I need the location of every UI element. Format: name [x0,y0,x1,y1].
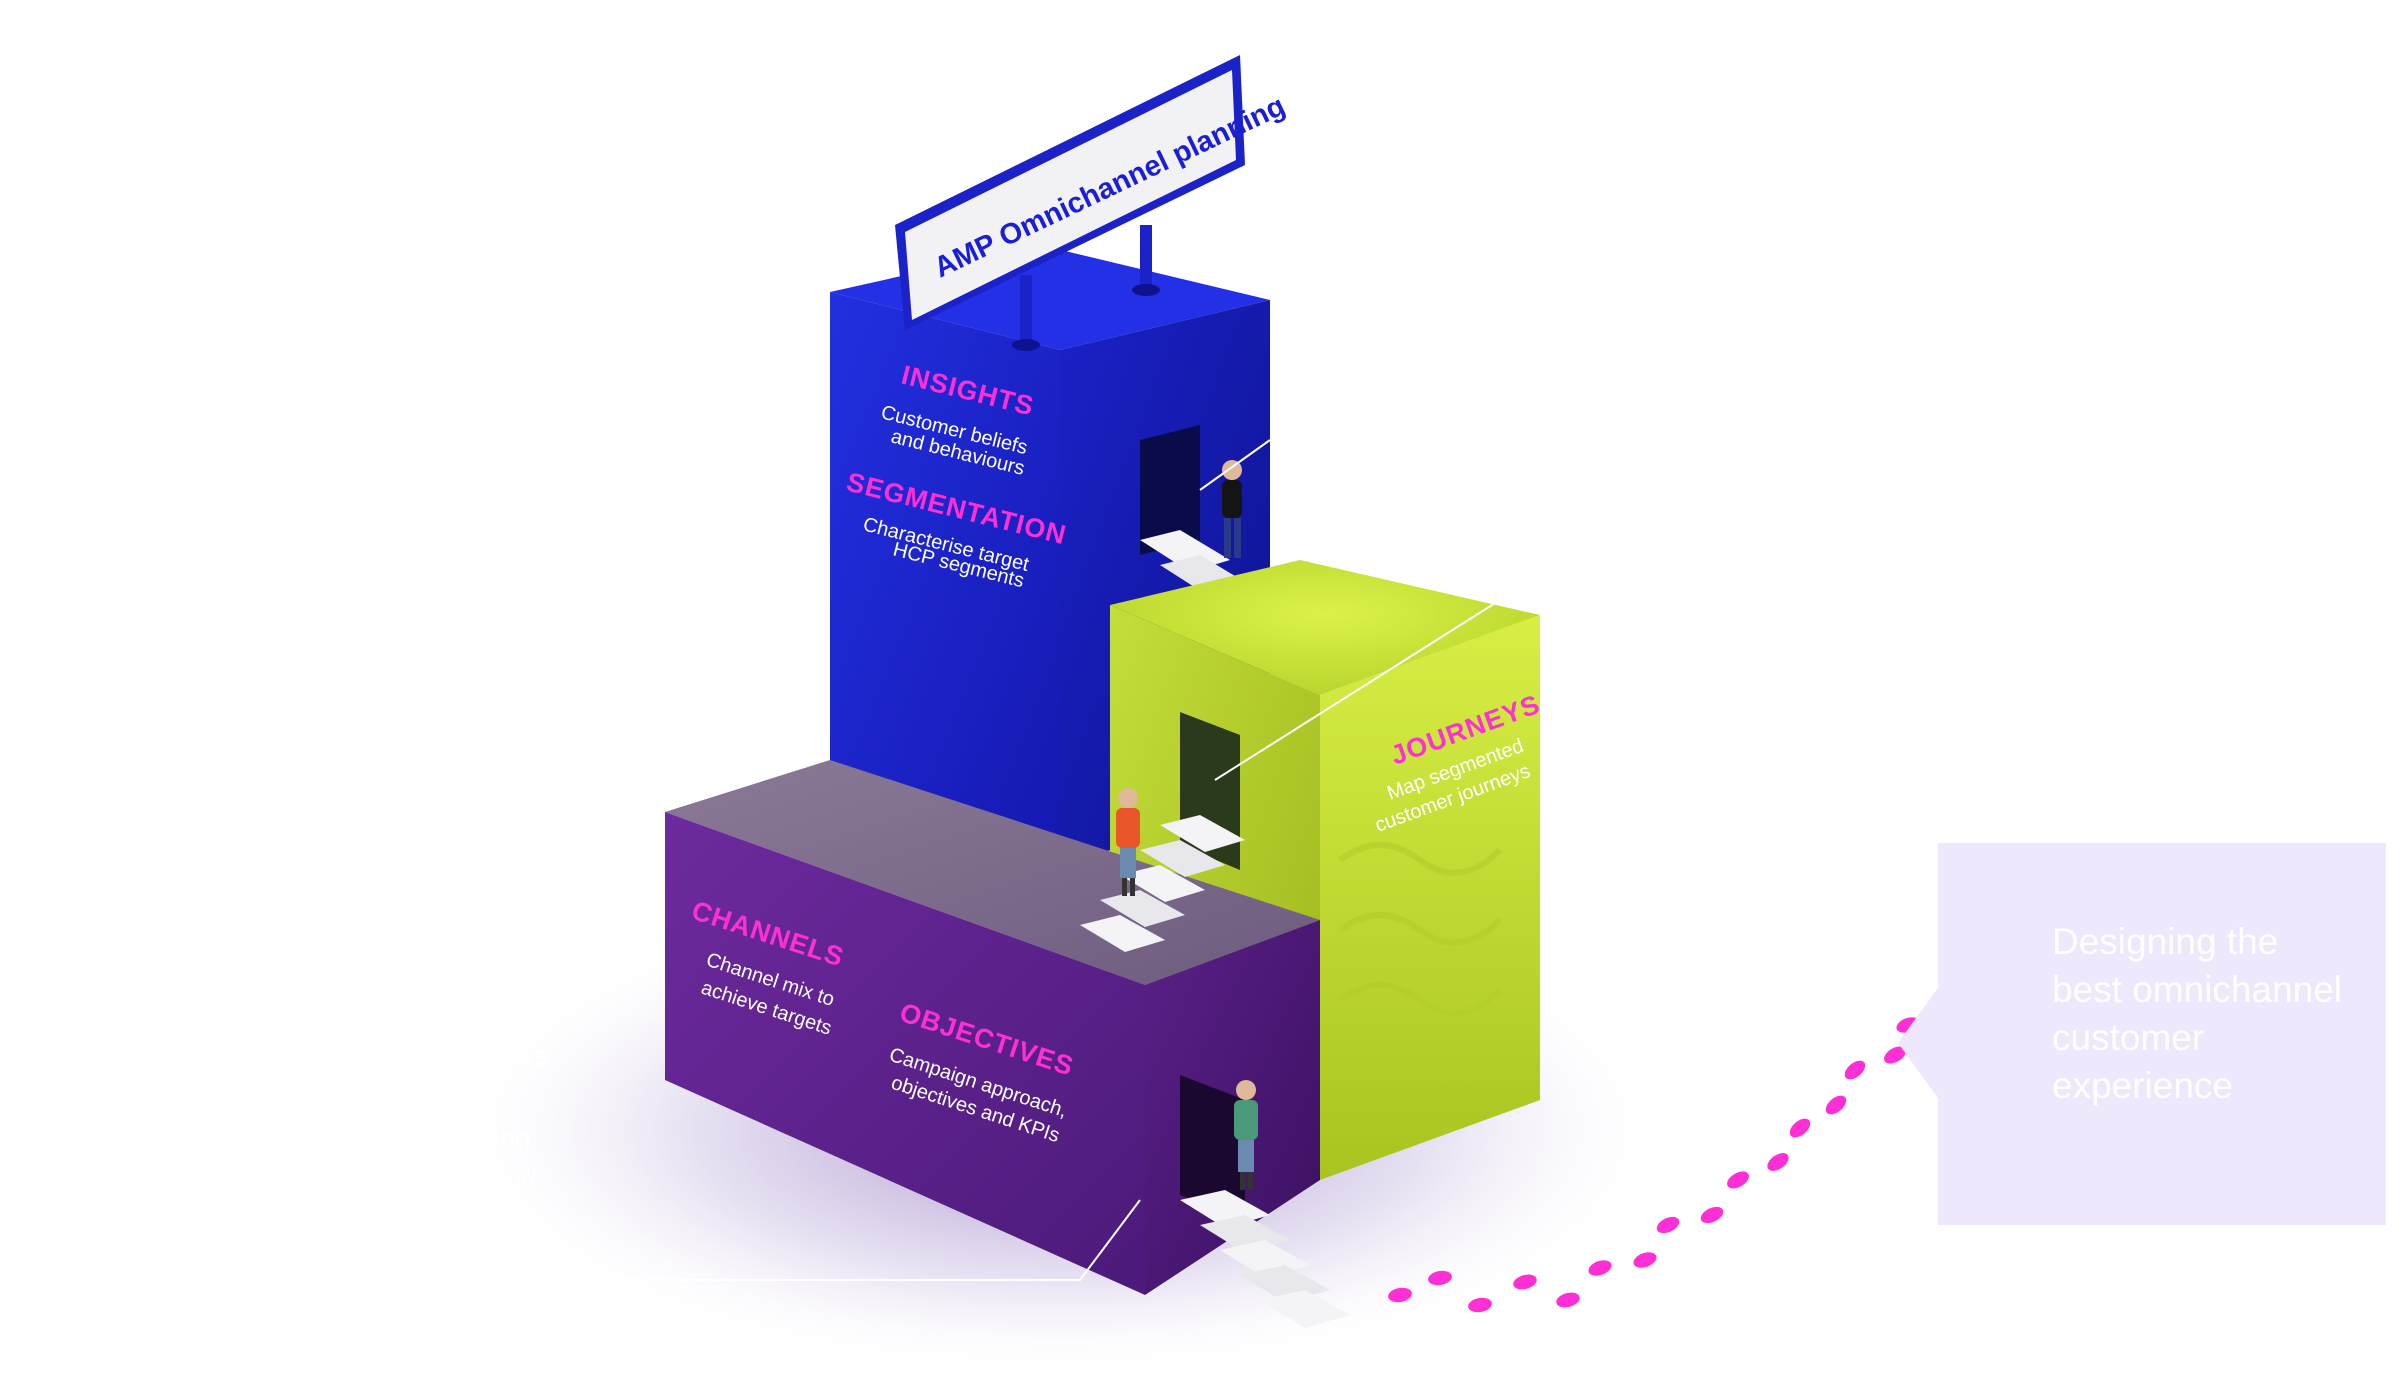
partial-text-line1: ness [485,1040,549,1071]
person-top [1222,460,1242,558]
middle-stairs [1080,815,1245,952]
sign-posts [1012,225,1160,351]
partial-text-line3: and [490,1164,537,1195]
callout-box [1938,843,2386,1225]
callout-text: Designing the best omnichannel customer … [2052,921,2343,1106]
person-middle [1116,788,1140,896]
callout-arrow [1898,985,1940,1101]
person-bottom [1234,1080,1258,1190]
connector-lines [560,439,1501,1281]
partial-left-text: ness ding and [390,1035,590,1201]
lower-stairs [1180,1190,1350,1328]
partial-text-line2: ding [478,1122,531,1153]
